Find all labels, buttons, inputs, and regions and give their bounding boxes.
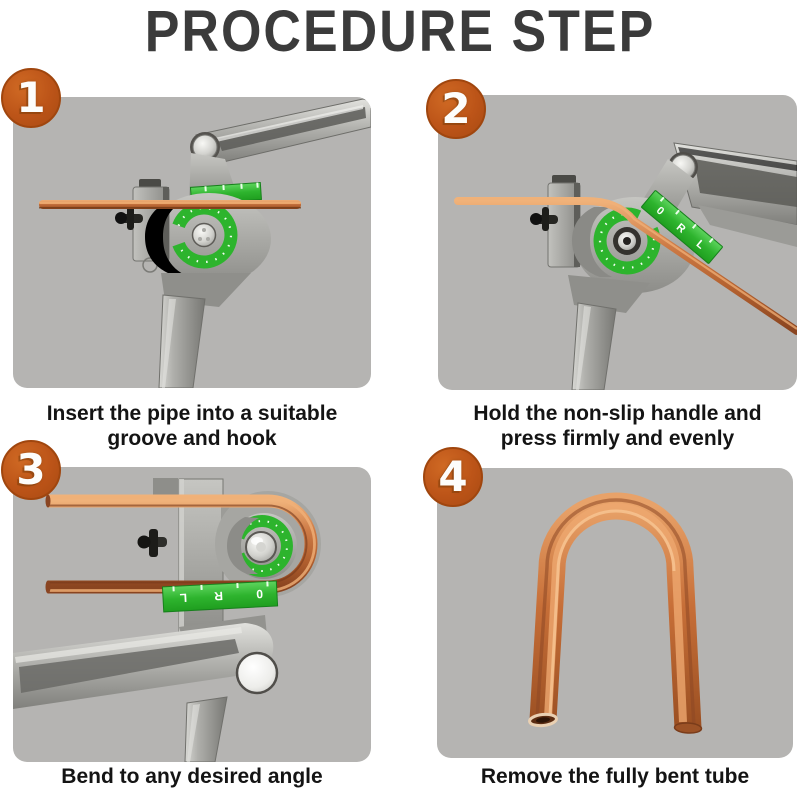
scale-letter-r: R [214,589,224,603]
degree-scale-ring [593,207,661,275]
copper-pipe-u-bend [45,494,318,594]
u-shaped-tube [528,492,703,734]
body-base [568,275,650,313]
step-4-caption: Remove the fully bent tube [437,765,793,790]
tube-open-end [528,712,558,728]
angle-scale-bar: L R 0 [161,580,279,613]
tube-bender-pipe-inserted-illustration [39,98,371,388]
drum-hook [145,201,185,275]
center-bolt [191,222,217,248]
drum-hook [227,517,259,574]
step-1-caption: Insert the pipe into a suitable groove a… [13,402,371,452]
step-2-photo: 0 R L [438,95,797,390]
second-arm [13,623,274,709]
step-2-caption: Hold the non-slip handle and press firml… [438,402,797,452]
step-1-number-badge: 1 [1,68,61,128]
lower-handle [184,696,228,762]
scale-letter-0: 0 [256,587,264,601]
lower-handle [571,302,617,390]
tube-bender-pressing-illustration: 0 R L [454,142,797,390]
upper-arm [673,142,797,247]
copper-pipe [39,200,301,209]
copper-pipe [454,197,797,335]
step-3-caption: Bend to any desired angle [13,765,371,790]
step-1-photo [13,97,371,388]
center-bolt [613,227,641,255]
degree-scale-ring [172,201,238,269]
caption-line: groove and hook [107,426,277,450]
tube-cut-end [673,722,703,734]
step-4-photo [437,468,793,758]
caption-line: Remove the fully bent tube [480,765,750,788]
drum-hook [572,207,612,277]
angle-scale-bar: 0 R L [641,190,723,264]
center-bolt [245,531,277,563]
caption-line: Bend to any desired angle [61,765,323,788]
page-title: PROCEDURE STEP [0,0,800,64]
clamp-block [530,175,581,268]
caption-line: Hold the non-slip handle and [473,402,762,425]
page-title-text: PROCEDURE STEP [144,0,656,65]
upper-arm [195,98,371,164]
step-4-number-badge: 4 [423,447,483,507]
step-3-photo: L R 0 [13,467,371,762]
clamp-knob [137,529,167,557]
caption-line: press firmly and evenly [500,426,735,450]
scale-letter-l: L [179,591,187,605]
degree-scale-ring [232,515,293,577]
step-2-number-badge: 2 [426,79,486,139]
step-3-number-badge: 3 [1,440,61,500]
arm-end-cap [235,651,279,695]
tube-bender-full-bend-illustration: L R 0 [13,478,321,762]
bent-copper-tube-illustration [528,492,703,734]
lower-handle [158,294,206,388]
caption-line: Insert the pipe into a suitable [46,402,338,425]
